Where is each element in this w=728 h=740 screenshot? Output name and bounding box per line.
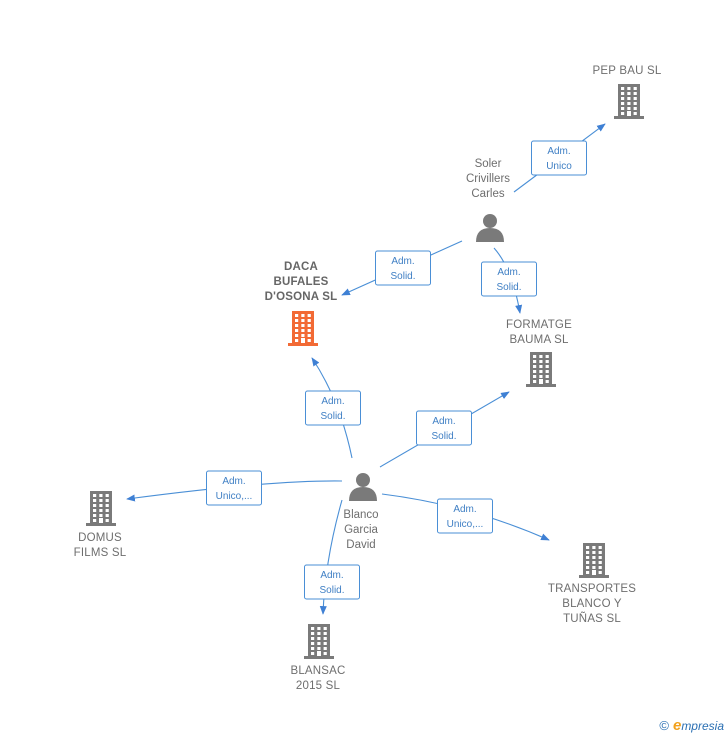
building-icon[interactable] — [614, 84, 644, 119]
edge-blanco-blansac — [319, 499, 343, 615]
edge-label-soler-daca[interactable]: Adm. Solid. — [375, 250, 431, 286]
node-label-line[interactable]: 2015 SL — [296, 680, 341, 692]
node-label-line[interactable]: BUFALES — [273, 276, 328, 288]
node-daca[interactable]: DACA BUFALES D'OSONA SL — [265, 261, 338, 346]
edge-label-line: Adm. — [432, 416, 455, 427]
node-label-line[interactable]: D'OSONA SL — [265, 291, 338, 303]
edge-label-soler-formatge[interactable]: Adm. Solid. — [481, 261, 537, 297]
brand-name: mpresia — [681, 719, 724, 733]
edge-label-blanco-daca[interactable]: Adm. Solid. — [305, 390, 361, 426]
node-label-line[interactable]: Garcia — [344, 524, 378, 536]
edge-labels-layer: Adm.UnicoAdm.Solid.Adm.Solid.Adm.Solid.A… — [206, 140, 587, 600]
edge-label-blanco-blansac[interactable]: Adm. Solid. — [304, 564, 360, 600]
node-label-line[interactable]: TUÑAS SL — [563, 612, 621, 625]
building-icon[interactable] — [526, 352, 556, 387]
edge-label-line: Solid. — [496, 282, 521, 293]
brand-logo: empresia — [673, 717, 724, 734]
node-transportes[interactable]: TRANSPORTES BLANCO Y TUÑAS SL — [548, 543, 636, 625]
building-icon[interactable] — [86, 491, 116, 526]
node-formatge[interactable]: FORMATGE BAUMA SL — [506, 319, 572, 387]
person-icon[interactable] — [349, 473, 377, 501]
edge-label-line: Adm. — [453, 504, 476, 515]
node-label-line[interactable]: Carles — [471, 188, 504, 200]
building-icon[interactable] — [579, 543, 609, 578]
edge-label-line: Solid. — [320, 411, 345, 422]
edge-label-line: Adm. — [320, 570, 343, 581]
edge-label-line: Unico — [546, 161, 572, 172]
node-label-line[interactable]: BAUMA SL — [509, 334, 569, 346]
node-label-line[interactable]: Soler — [475, 158, 502, 170]
edge-label-line: Solid. — [431, 431, 456, 442]
edge-label-soler-pepbau[interactable]: Adm. Unico — [531, 140, 587, 176]
node-domus[interactable]: DOMUS FILMS SL — [74, 491, 127, 559]
node-label-line[interactable]: PEP BAU SL — [593, 65, 662, 77]
building-icon[interactable] — [288, 311, 318, 346]
node-label-line[interactable]: DACA — [284, 261, 318, 273]
node-label-line[interactable]: FILMS SL — [74, 547, 127, 559]
edge-label-line: Unico,... — [216, 491, 253, 502]
node-label-line[interactable]: DOMUS — [78, 532, 122, 544]
building-icon[interactable] — [304, 624, 334, 659]
edge-label-blanco-domus[interactable]: Adm. Unico,... — [206, 470, 262, 506]
node-label-line[interactable]: David — [346, 539, 375, 551]
footer-brand[interactable]: © empresia — [659, 717, 724, 734]
person-icon[interactable] — [476, 214, 504, 242]
node-pepbau[interactable]: PEP BAU SL — [593, 65, 662, 119]
node-label-line[interactable]: TRANSPORTES — [548, 583, 636, 595]
edge-label-line: Adm. — [547, 146, 570, 157]
node-label-line[interactable]: BLANSAC — [290, 665, 345, 677]
node-label-line[interactable]: FORMATGE — [506, 319, 572, 331]
edge-label-line: Adm. — [497, 267, 520, 278]
edge-label-line: Unico,... — [447, 519, 484, 530]
edge-label-line: Solid. — [390, 271, 415, 282]
copyright-icon: © — [659, 718, 669, 733]
node-label-line[interactable]: BLANCO Y — [562, 598, 622, 610]
edge-label-line: Solid. — [319, 585, 344, 596]
edge-label-blanco-transportes[interactable]: Adm. Unico,... — [437, 498, 493, 534]
edge-label-line: Adm. — [391, 256, 414, 267]
brand-initial: e — [672, 717, 682, 734]
edge-label-blanco-formatge[interactable]: Adm. Solid. — [416, 410, 472, 446]
edge-label-line: Adm. — [222, 476, 245, 487]
node-blansac[interactable]: BLANSAC 2015 SL — [290, 624, 345, 692]
edge-label-line: Adm. — [321, 396, 344, 407]
node-label-line[interactable]: Crivillers — [466, 173, 510, 185]
node-label-line[interactable]: Blanco — [343, 509, 378, 521]
